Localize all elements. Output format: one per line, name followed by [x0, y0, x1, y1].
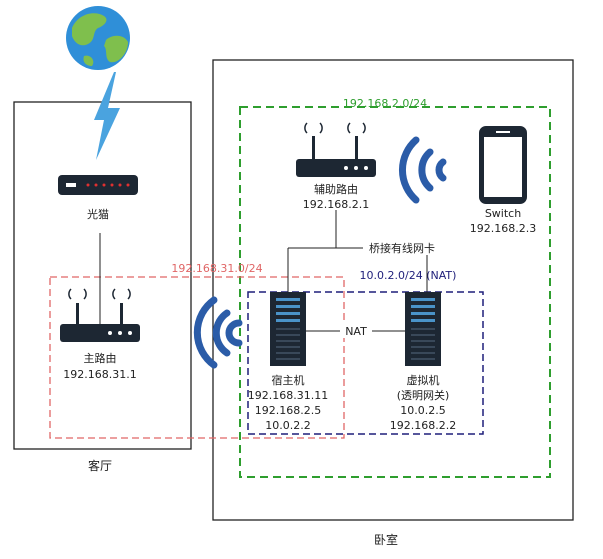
lan-2-label: 192.168.2.0/24 — [343, 97, 427, 110]
switch-ip: 192.168.2.3 — [470, 222, 536, 235]
wifi-waves-icon — [193, 296, 243, 369]
lan-31-zone — [49, 276, 345, 439]
lan-31-label: 192.168.31.0/24 — [171, 262, 262, 275]
aux-router-icon — [296, 122, 376, 177]
nat-zone-label: 10.0.2.0/24 (NAT) — [360, 269, 457, 282]
main-router-ip: 192.168.31.1 — [63, 368, 136, 381]
living-room-label: 客厅 — [88, 458, 112, 473]
vm-ip-1: 10.0.2.5 — [400, 404, 445, 417]
vm-ip-2: 192.168.2.2 — [390, 419, 456, 432]
host-ip-3: 10.0.2.2 — [265, 419, 310, 432]
modem-label: 光猫 — [87, 207, 109, 221]
host-ip-1: 192.168.31.11 — [248, 389, 328, 402]
living-room-box — [13, 101, 192, 450]
main-router-name: 主路由 — [84, 351, 117, 365]
aux-router-ip: 192.168.2.1 — [303, 198, 369, 211]
nat-zone — [247, 291, 484, 435]
lan-2-zone — [239, 106, 551, 478]
bedroom-box — [212, 59, 574, 521]
vm-note: (透明网关) — [397, 388, 450, 402]
host-ip-2: 192.168.2.5 — [255, 404, 321, 417]
main-router-icon — [60, 288, 140, 342]
host-server-icon — [270, 292, 306, 366]
lightning-icon — [94, 72, 120, 160]
phone-icon — [479, 126, 527, 204]
bridge-label: 桥接有线网卡 — [369, 241, 435, 255]
vm-server-icon — [405, 292, 441, 366]
globe-icon — [66, 6, 130, 70]
vm-name: 虚拟机 — [407, 373, 440, 387]
bedroom-label: 卧室 — [374, 532, 398, 547]
wifi-waves-icon — [399, 136, 447, 204]
modem-icon — [58, 175, 138, 195]
host-name: 宿主机 — [272, 373, 305, 387]
switch-name: Switch — [485, 207, 521, 220]
aux-router-name: 辅助路由 — [314, 182, 358, 196]
nat-link-label: NAT — [345, 325, 367, 338]
